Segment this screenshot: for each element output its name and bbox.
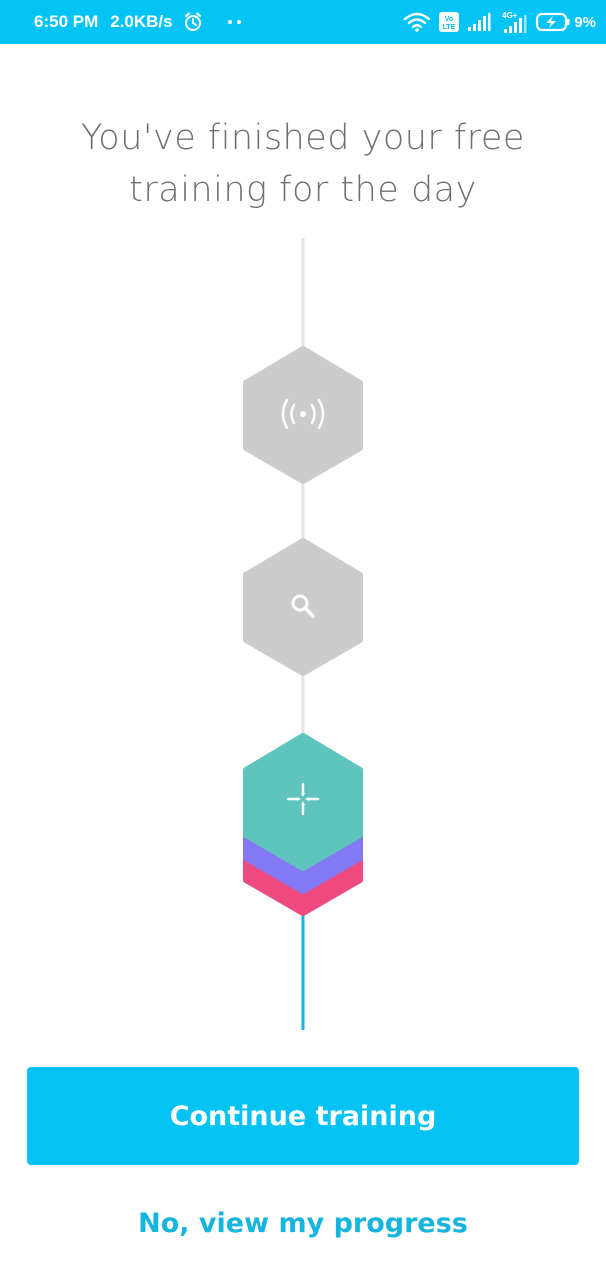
signal-broadcast-icon xyxy=(281,398,325,430)
step-search[interactable] xyxy=(243,538,363,676)
search-icon xyxy=(291,594,315,618)
status-time: 6:50 PM xyxy=(34,12,99,31)
status-right: Vo LTE 4G+ xyxy=(403,0,596,44)
more-dots-icon xyxy=(227,19,243,25)
signal-icon xyxy=(467,12,491,32)
battery-charging-icon xyxy=(535,12,571,32)
svg-text:LTE: LTE xyxy=(443,24,456,31)
page-title: You've finished your free training for t… xyxy=(0,112,606,216)
svg-text:Vo: Vo xyxy=(445,16,453,23)
status-left: 6:50 PM 2.0KB/s xyxy=(34,0,243,44)
signal-4g-icon: 4G+ xyxy=(498,10,528,34)
continue-training-button[interactable]: Continue training xyxy=(27,1067,579,1165)
step-broadcast[interactable] xyxy=(243,346,363,484)
step-current[interactable] xyxy=(243,733,363,916)
title-line-1: You've finished your free xyxy=(81,118,525,158)
alarm-icon xyxy=(183,12,203,32)
status-bar: 6:50 PM 2.0KB/s xyxy=(0,0,606,44)
title-line-2: training for the day xyxy=(129,170,477,210)
svg-text:4G+: 4G+ xyxy=(502,11,518,20)
crosshair-icon xyxy=(286,782,320,816)
view-progress-link[interactable]: No, view my progress xyxy=(138,1208,468,1239)
volte-icon: Vo LTE xyxy=(438,11,460,33)
wifi-icon xyxy=(403,12,431,32)
battery-percent: 9% xyxy=(574,13,596,31)
status-speed: 2.0KB/s xyxy=(110,12,173,31)
